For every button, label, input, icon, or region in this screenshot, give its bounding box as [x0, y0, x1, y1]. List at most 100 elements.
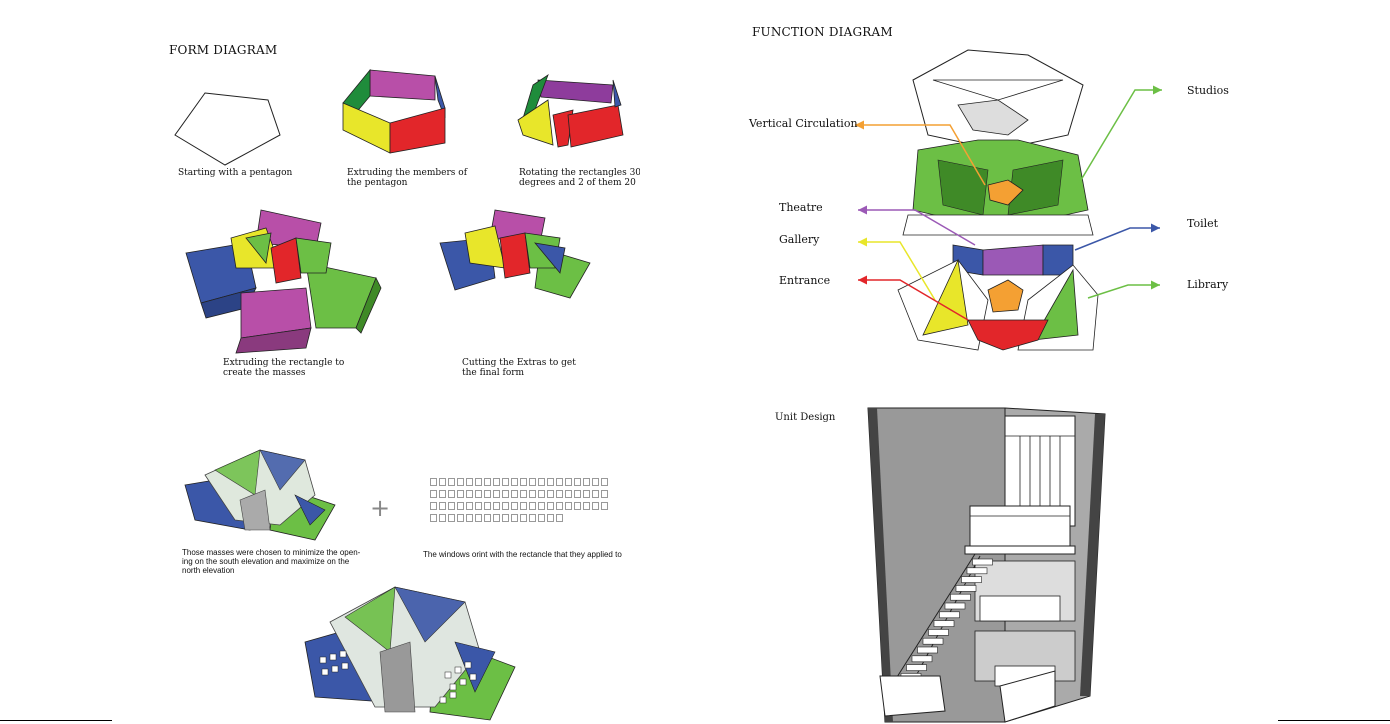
window-cell: [430, 478, 437, 486]
window-cell: [574, 490, 581, 498]
window-cell: [529, 502, 536, 510]
window-cell: [538, 502, 545, 510]
window-cell: [592, 478, 599, 486]
final-form-with-windows: [305, 582, 520, 722]
window-cell: [565, 490, 572, 498]
stair-tread: [940, 612, 960, 618]
window-cell: [475, 478, 482, 486]
window-cell: [511, 514, 518, 522]
stair-tread: [923, 638, 943, 644]
stair-tread: [934, 621, 954, 627]
window-cell: [583, 502, 590, 510]
window-cell: [448, 514, 455, 522]
left-page-baseline: [0, 720, 112, 721]
window-cell: [511, 478, 518, 486]
window-cell: [520, 490, 527, 498]
cut-final-form: [440, 208, 600, 308]
window-cell: [529, 514, 536, 522]
window-cell: [430, 514, 437, 522]
window-cell: [601, 490, 608, 498]
window-cell: [475, 490, 482, 498]
window-cell: [547, 490, 554, 498]
unit-design-title: Unit Design: [775, 413, 835, 423]
stair-tread: [956, 585, 976, 591]
window-cell: [547, 514, 554, 522]
window-cell: [493, 502, 500, 510]
window-cell: [493, 478, 500, 486]
window-cell: [556, 502, 563, 510]
window-cell: [466, 514, 473, 522]
pentagon-outline: [170, 90, 310, 170]
label-gallery: Gallery: [779, 233, 819, 246]
right-page-baseline: [1278, 720, 1390, 721]
window-cell: [475, 502, 482, 510]
window-cell: [457, 514, 464, 522]
window-cell: [565, 478, 572, 486]
window-cell: [547, 478, 554, 486]
window-cell: [484, 502, 491, 510]
windows-grid: [430, 478, 610, 526]
window-cell: [556, 490, 563, 498]
caption-windows: The windows orint with the rectancle tha…: [423, 550, 622, 559]
plus-sign: +: [370, 494, 390, 522]
window-cell: [556, 478, 563, 486]
stair-tread: [973, 559, 993, 565]
label-vertical-circulation: Vertical Circulation: [749, 117, 858, 130]
window-cell: [511, 502, 518, 510]
window-cell: [529, 490, 536, 498]
window-cell: [439, 514, 446, 522]
window-cell: [493, 514, 500, 522]
stair-tread: [912, 656, 932, 662]
window-cell: [484, 478, 491, 486]
window-cell: [502, 514, 509, 522]
caption-pentagon: Starting with a pentagon: [178, 168, 292, 178]
window-cell: [439, 502, 446, 510]
page-gutter: [640, 0, 750, 724]
window-cell: [448, 502, 455, 510]
window-cell: [448, 490, 455, 498]
window-cell: [538, 514, 545, 522]
window-cell: [520, 502, 527, 510]
label-library: Library: [1187, 278, 1228, 291]
window-cell: [538, 478, 545, 486]
form-diagram-title: FORM DIAGRAM: [169, 43, 277, 57]
window-cell: [592, 502, 599, 510]
window-cell: [457, 478, 464, 486]
label-entrance: Entrance: [779, 274, 830, 287]
label-toilet: Toilet: [1187, 217, 1218, 230]
window-cell: [583, 478, 590, 486]
window-cell: [502, 490, 509, 498]
window-cell: [502, 502, 509, 510]
window-cell: [538, 490, 545, 498]
orientation-masses: [185, 445, 345, 545]
extruded-pentagon: [340, 68, 460, 158]
window-cell: [520, 514, 527, 522]
stair-tread: [929, 629, 949, 635]
window-cell: [484, 514, 491, 522]
window-cell: [448, 478, 455, 486]
window-cell: [520, 478, 527, 486]
caption-masses: Extruding the rectangle to create the ma…: [223, 358, 344, 378]
window-cell: [547, 502, 554, 510]
extruded-masses: [186, 208, 386, 358]
window-cell: [574, 502, 581, 510]
function-diagram-title: FUNCTION DIAGRAM: [752, 25, 893, 39]
window-cell: [457, 502, 464, 510]
window-cell: [466, 478, 473, 486]
caption-cut: Cutting the Extras to get the final form: [462, 358, 576, 378]
window-cell: [529, 478, 536, 486]
window-cell: [439, 490, 446, 498]
caption-extrude: Extruding the members of the pentagon: [347, 168, 467, 188]
window-cell: [574, 478, 581, 486]
window-cell: [592, 490, 599, 498]
label-theatre: Theatre: [779, 201, 823, 214]
stair-tread: [967, 568, 987, 574]
stair-tread: [945, 603, 965, 609]
stair-tread: [962, 577, 982, 583]
window-cell: [565, 502, 572, 510]
window-cell: [466, 502, 473, 510]
window-cell: [502, 478, 509, 486]
caption-orient: Those masses were chosen to minimize the…: [182, 548, 360, 575]
rotated-rectangles: [513, 75, 633, 165]
window-cell: [457, 490, 464, 498]
